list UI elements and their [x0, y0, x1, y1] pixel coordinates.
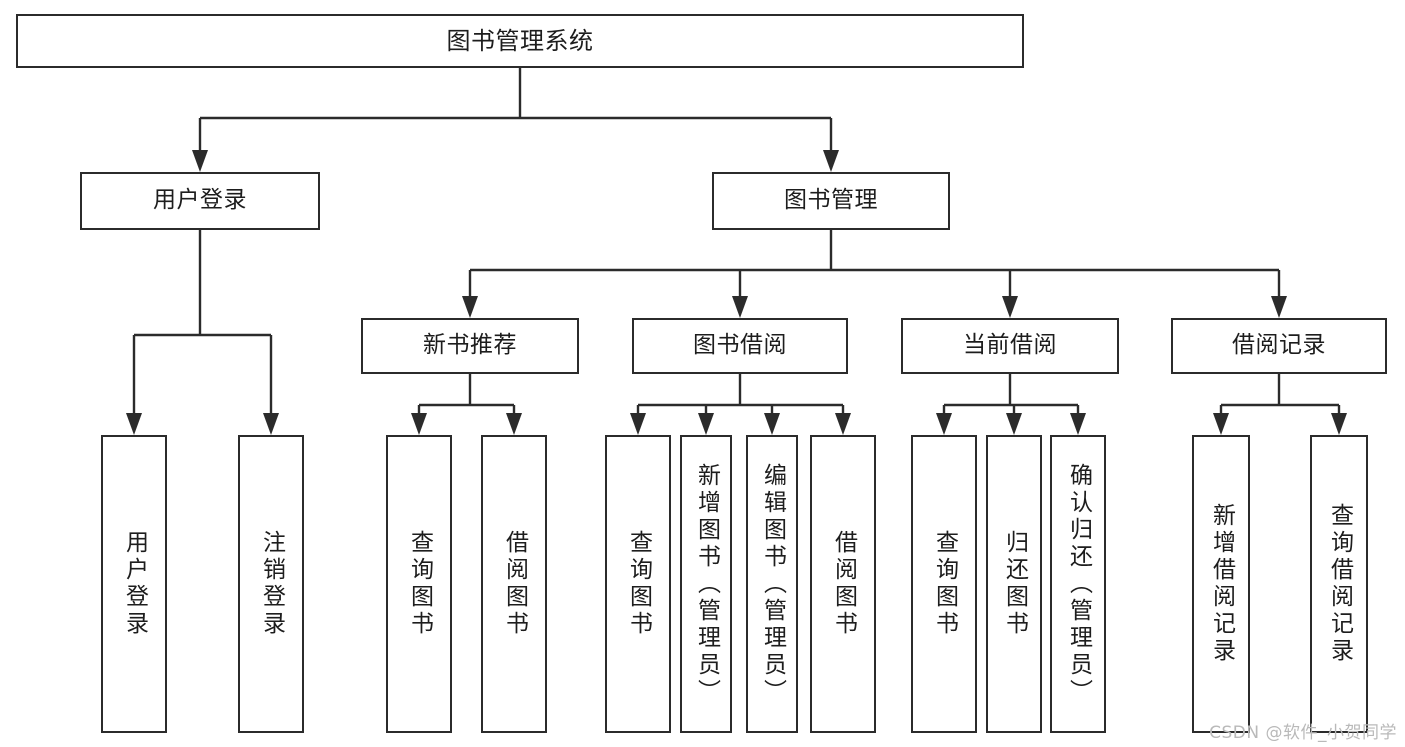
arrowhead-l_logout — [263, 413, 279, 435]
node-label: 用户登录 — [153, 187, 247, 214]
arrowhead-b_edit — [764, 413, 780, 435]
node-label: 查询图书 — [406, 530, 433, 638]
node-login[interactable]: 用户登录 — [80, 172, 320, 230]
node-label: 新增图书（管理员） — [693, 462, 720, 706]
node-label: 当前借阅 — [963, 332, 1057, 359]
node-label: 图书借阅 — [693, 332, 787, 359]
node-label: 编辑图书（管理员） — [759, 462, 786, 706]
node-n_query[interactable]: 查询图书 — [386, 435, 452, 733]
watermark-text: CSDN @软件_小贺同学 — [1209, 723, 1397, 743]
arrowhead-newbook — [462, 296, 478, 318]
node-label: 归还图书 — [1001, 530, 1028, 638]
node-label: 借阅图书 — [501, 530, 528, 638]
node-label: 用户登录 — [121, 530, 148, 638]
node-r_query[interactable]: 查询借阅记录 — [1310, 435, 1368, 733]
node-label: 新书推荐 — [423, 332, 517, 359]
arrowhead-l_login — [126, 413, 142, 435]
arrowhead-current — [1002, 296, 1018, 318]
arrowhead-borrow — [732, 296, 748, 318]
node-b_query[interactable]: 查询图书 — [605, 435, 671, 733]
node-label: 借阅图书 — [830, 530, 857, 638]
node-c_return[interactable]: 归还图书 — [986, 435, 1042, 733]
node-b_add[interactable]: 新增图书（管理员） — [680, 435, 732, 733]
node-label: 借阅记录 — [1232, 332, 1326, 359]
node-current[interactable]: 当前借阅 — [901, 318, 1119, 374]
arrowhead-c_confirm — [1070, 413, 1086, 435]
node-label: 注销登录 — [258, 530, 285, 638]
node-root[interactable]: 图书管理系统 — [16, 14, 1024, 68]
node-b_edit[interactable]: 编辑图书（管理员） — [746, 435, 798, 733]
node-n_borrow[interactable]: 借阅图书 — [481, 435, 547, 733]
node-b_lend[interactable]: 借阅图书 — [810, 435, 876, 733]
arrowhead-r_add — [1213, 413, 1229, 435]
arrowhead-n_query — [411, 413, 427, 435]
node-label: 图书管理系统 — [446, 26, 594, 55]
arrowhead-c_return — [1006, 413, 1022, 435]
node-newbook[interactable]: 新书推荐 — [361, 318, 579, 374]
node-label: 图书管理 — [784, 187, 878, 214]
node-label: 查询借阅记录 — [1326, 503, 1353, 665]
arrowhead-n_borrow — [506, 413, 522, 435]
node-label: 新增借阅记录 — [1208, 503, 1235, 665]
node-borrow[interactable]: 图书借阅 — [632, 318, 848, 374]
node-label: 确认归还（管理员） — [1065, 462, 1092, 706]
arrowhead-b_lend — [835, 413, 851, 435]
node-c_query[interactable]: 查询图书 — [911, 435, 977, 733]
node-bookmgmt[interactable]: 图书管理 — [712, 172, 950, 230]
arrowhead-c_query — [936, 413, 952, 435]
arrowhead-b_query — [630, 413, 646, 435]
arrowhead-login — [192, 150, 208, 172]
node-records[interactable]: 借阅记录 — [1171, 318, 1387, 374]
node-c_confirm[interactable]: 确认归还（管理员） — [1050, 435, 1106, 733]
arrowhead-b_add — [698, 413, 714, 435]
node-r_add[interactable]: 新增借阅记录 — [1192, 435, 1250, 733]
arrowhead-records — [1271, 296, 1287, 318]
node-l_login[interactable]: 用户登录 — [101, 435, 167, 733]
node-label: 查询图书 — [931, 530, 958, 638]
node-l_logout[interactable]: 注销登录 — [238, 435, 304, 733]
arrowhead-bookmgmt — [823, 150, 839, 172]
node-label: 查询图书 — [625, 530, 652, 638]
arrowhead-r_query — [1331, 413, 1347, 435]
